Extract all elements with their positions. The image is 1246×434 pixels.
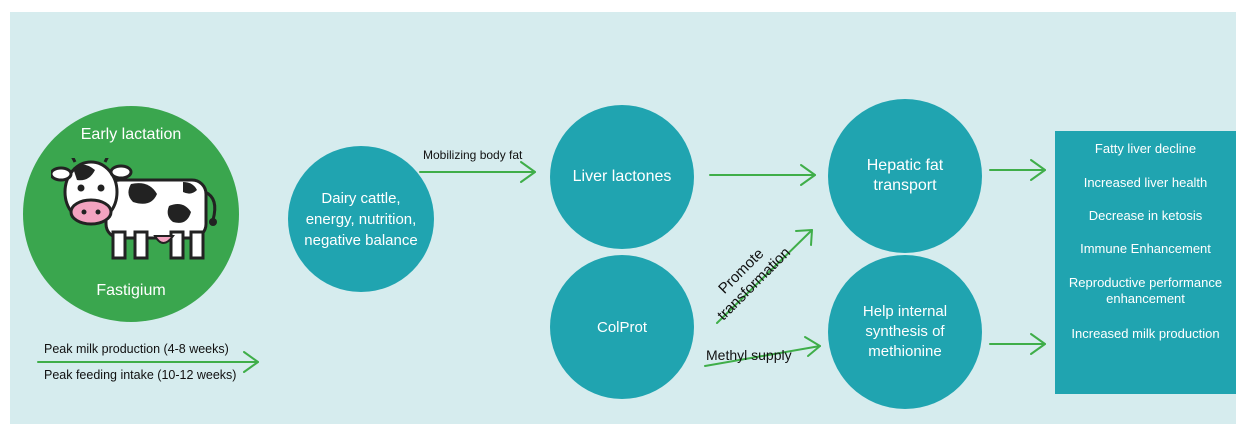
methyl-arrow — [704, 336, 821, 367]
liver-lactones-text: Liver lactones — [572, 168, 672, 185]
outcome-item: Decrease in ketosis — [1088, 208, 1203, 223]
dairy-balance-text: Dairy cattle, energy, nutrition, negativ… — [304, 189, 418, 249]
mobilizing-arrow — [419, 161, 536, 183]
cow-icon — [51, 158, 217, 260]
liver-lactones-circle: Liver lactones — [550, 105, 694, 249]
early-lactation-label: Early lactation — [80, 126, 182, 143]
timeline-arrow — [37, 351, 259, 373]
methionine-to-outcomes-arrow — [989, 333, 1046, 355]
methyl-label: Methyl supply — [706, 347, 792, 363]
colprot-text: ColProt — [596, 318, 648, 336]
mobilizing-label: Mobilizing body fat — [423, 148, 523, 162]
dairy-balance-circle: Dairy cattle, energy, nutrition, negativ… — [288, 146, 434, 292]
hepatic-transport-text: Hepatic fat transport — [866, 157, 944, 194]
liver-to-hepatic-arrow — [709, 164, 816, 186]
outcome-item: Fatty liver decline — [1094, 141, 1197, 156]
outcome-item: Increased milk production — [1071, 326, 1220, 341]
peak-milk-label: Peak milk production (4-8 weeks) — [44, 342, 229, 356]
promote-arrow — [716, 229, 813, 324]
outcomes-box: Fatty liver decline Increased liver heal… — [1055, 131, 1236, 394]
outcome-item: Immune Enhancement — [1080, 241, 1211, 256]
methionine-circle: Help internal synthesis of methionine — [828, 255, 982, 409]
hepatic-to-outcomes-arrow — [989, 159, 1046, 181]
early-lactation-circle: Early lactation Fastigium — [23, 106, 239, 322]
hepatic-transport-circle: Hepatic fat transport — [828, 99, 982, 253]
colprot-circle: ColProt — [550, 255, 694, 399]
fastigium-label: Fastigium — [96, 282, 166, 299]
methionine-text: Help internal synthesis of methionine — [862, 303, 948, 360]
outcome-item: Reproductive performance enhancement — [1068, 275, 1223, 306]
outcome-item: Increased liver health — [1083, 175, 1208, 190]
peak-feeding-label: Peak feeding intake (10-12 weeks) — [44, 368, 237, 382]
